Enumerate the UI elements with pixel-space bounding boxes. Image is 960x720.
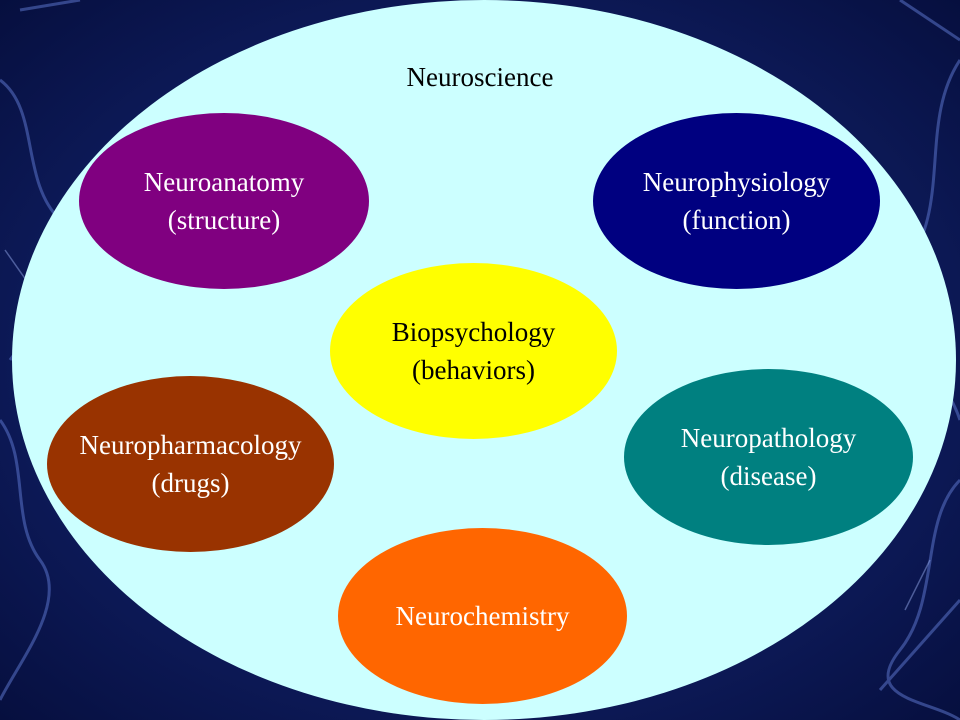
neuroanatomy-label: Neuroanatomy	[143, 167, 305, 197]
neurophysiology-focus: (function)	[682, 205, 791, 235]
neuropharmacology-focus: (drugs)	[151, 468, 230, 498]
neuropathology-focus: (disease)	[720, 461, 817, 491]
neuroanatomy-ellipse: Neuroanatomy (structure)	[79, 113, 369, 289]
biopsychology-ellipse: Biopsychology (behaviors)	[330, 263, 617, 439]
neuropharmacology-label: Neuropharmacology	[79, 430, 302, 460]
neuropharmacology-ellipse: Neuropharmacology (drugs)	[47, 376, 334, 552]
diagram-title: Neuroscience	[406, 62, 554, 92]
neuroanatomy-focus: (structure)	[167, 205, 281, 235]
neuropathology-label: Neuropathology	[680, 423, 857, 453]
neurochemistry-label: Neurochemistry	[395, 601, 570, 631]
neurophysiology-ellipse: Neurophysiology (function)	[593, 113, 880, 289]
neurochemistry-ellipse: Neurochemistry	[338, 528, 627, 704]
biopsychology-label: Biopsychology	[391, 317, 556, 347]
neuropathology-ellipse: Neuropathology (disease)	[624, 369, 913, 545]
biopsychology-focus: (behaviors)	[412, 355, 535, 385]
neurophysiology-label: Neurophysiology	[642, 167, 831, 197]
